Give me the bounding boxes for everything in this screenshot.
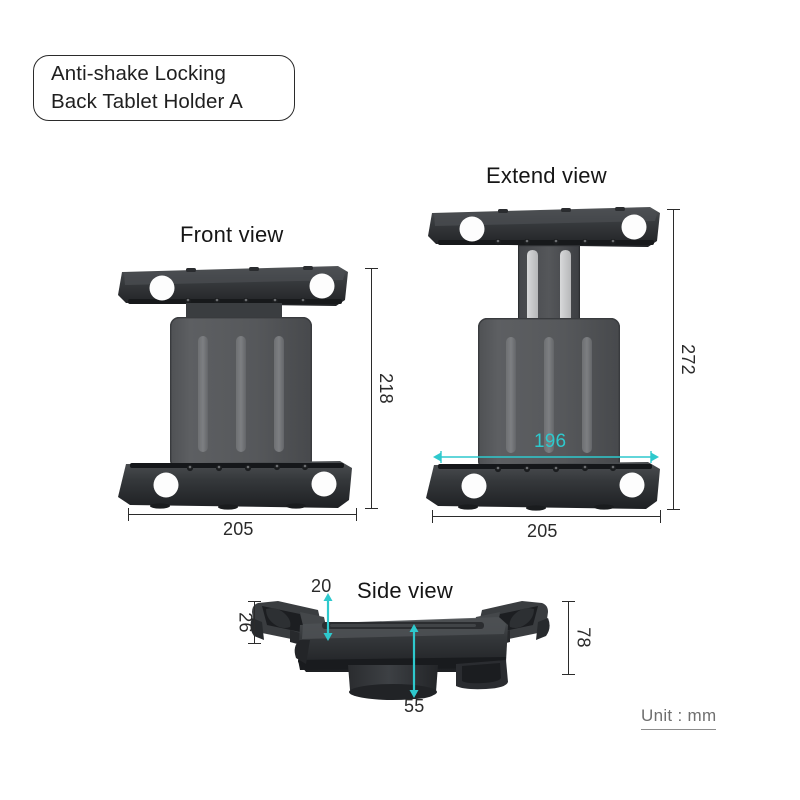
extend-view-product bbox=[426, 207, 660, 511]
dimension-extend-205-cap-left bbox=[432, 510, 433, 523]
front-center-plate bbox=[169, 317, 313, 470]
dimension-extend-205-label: 205 bbox=[527, 521, 558, 541]
side-lower-lug bbox=[456, 660, 508, 690]
dimension-272-cap-top bbox=[667, 209, 680, 210]
side-view-product bbox=[250, 601, 550, 700]
dimension-55-label: 55 bbox=[404, 696, 425, 716]
dimension-218-cap-bottom bbox=[365, 508, 378, 509]
dimension-218-cap-top bbox=[365, 268, 378, 269]
side-cylinder-hub bbox=[348, 665, 438, 700]
unit-note: Unit : mm bbox=[641, 706, 717, 730]
dimension-26-label: 26 bbox=[235, 612, 256, 633]
dimension-front-205-line bbox=[128, 514, 356, 515]
dimension-272-line bbox=[673, 209, 674, 509]
product-title-badge: Anti-shake Locking Back Tablet Holder A bbox=[33, 55, 295, 121]
dimension-front-205-cap-right bbox=[356, 508, 357, 521]
front-view-title: Front view bbox=[180, 222, 284, 247]
front-view-product bbox=[118, 266, 352, 510]
dimension-extend-205-line bbox=[432, 516, 660, 517]
dimension-front-205-label: 205 bbox=[223, 519, 254, 539]
side-view-title: Side view bbox=[357, 578, 453, 603]
dimension-78-label: 78 bbox=[573, 627, 594, 648]
dimension-218-line bbox=[371, 268, 372, 508]
extend-bottom-clamp-arm bbox=[426, 462, 660, 511]
dimension-20-label: 20 bbox=[311, 576, 332, 596]
dimension-78-line bbox=[568, 601, 569, 674]
front-bottom-clamp-arm bbox=[118, 461, 352, 510]
side-right-wing-arm bbox=[471, 601, 550, 650]
dimension-218-label: 218 bbox=[375, 373, 396, 404]
dimension-196-label: 196 bbox=[534, 431, 567, 452]
product-title-line-2: Back Tablet Holder A bbox=[51, 90, 243, 113]
dimension-extend-205-cap-right bbox=[660, 510, 661, 523]
extend-view-title: Extend view bbox=[486, 163, 607, 188]
extend-slide-rail bbox=[517, 245, 580, 324]
dimension-272-label: 272 bbox=[677, 344, 698, 375]
dimension-78-cap-top bbox=[562, 601, 575, 602]
dimension-78-cap-bottom bbox=[562, 674, 575, 675]
dimension-26-line bbox=[254, 601, 255, 643]
front-top-clamp-arm bbox=[118, 266, 348, 306]
side-left-wing-arm bbox=[250, 601, 329, 650]
dimension-front-205-cap-left bbox=[128, 508, 129, 521]
extend-top-clamp-arm bbox=[428, 207, 660, 247]
dimension-272-cap-bottom bbox=[667, 509, 680, 510]
product-title-line-1: Anti-shake Locking bbox=[51, 62, 227, 85]
dimension-26-cap-top bbox=[248, 601, 261, 602]
side-main-body bbox=[298, 617, 508, 672]
dimension-26-cap-bottom bbox=[248, 643, 261, 644]
